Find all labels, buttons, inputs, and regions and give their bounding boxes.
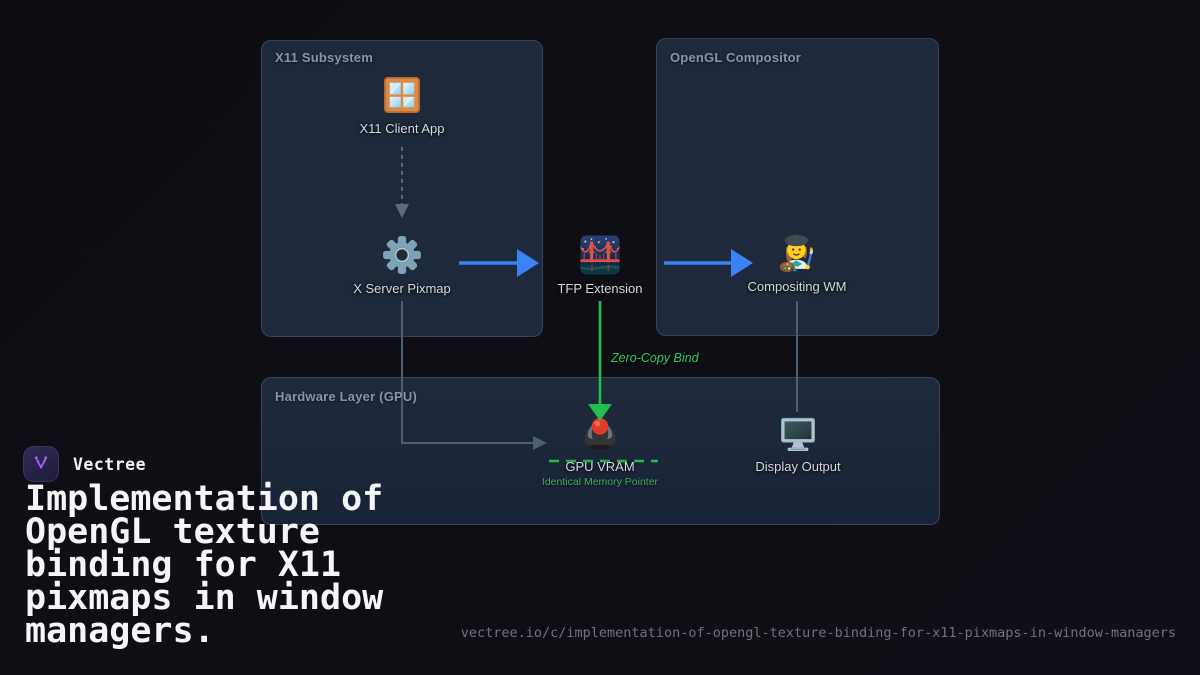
- page-title: Implementation of OpenGL texture binding…: [25, 479, 384, 651]
- node-display-output: Display Output: [713, 411, 883, 474]
- edge-xserver-to-vram: [401, 301, 534, 444]
- node-tfp-extension: TFP Extension: [515, 233, 685, 296]
- window-icon: [384, 77, 420, 113]
- group-opengl-compositor: [656, 38, 939, 336]
- node-label: X11 Client App: [359, 121, 445, 136]
- trackball-icon: [584, 418, 616, 450]
- gear-icon: [383, 236, 421, 274]
- artist-icon: [779, 234, 814, 273]
- edge-client-to-xserver-arrowhead: [395, 204, 409, 218]
- edge-label-zero-copy-bind: Zero-Copy Bind: [611, 351, 699, 365]
- node-x-server-pixmap: X Server Pixmap: [317, 233, 487, 296]
- desktop-computer-icon: [781, 417, 815, 451]
- node-compositing-wm: Compositing WM: [712, 231, 882, 294]
- edge-xserver-to-vram-arrowhead: [533, 436, 547, 450]
- footer-url: vectree.io/c/implementation-of-opengl-te…: [460, 625, 1176, 641]
- group-title-x11: X11 Subsystem: [275, 50, 373, 65]
- group-title-opengl: OpenGL Compositor: [670, 50, 801, 65]
- node-label: Compositing WM: [747, 279, 847, 294]
- brand-name: Vectree: [73, 454, 147, 474]
- vectree-branch-icon: [35, 456, 47, 469]
- edge-tfp-to-wm-arrowhead: [731, 249, 753, 277]
- node-x11-client-app: X11 Client App: [317, 73, 487, 136]
- vectree-logo: [23, 446, 59, 482]
- node-label: Display Output: [755, 459, 841, 474]
- bridge-at-night-icon: [580, 235, 620, 275]
- group-title-hardware: Hardware Layer (GPU): [275, 389, 417, 404]
- edge-xserver-to-tfp-arrowhead: [517, 249, 539, 277]
- node-sublabel: Identical Memory Pointer: [541, 476, 659, 488]
- node-label: GPU VRAM: [565, 459, 635, 474]
- brand-block: Vectree: [23, 446, 146, 482]
- node-label: TFP Extension: [557, 281, 643, 296]
- node-gpu-vram: GPU VRAM Identical Memory Pointer: [515, 411, 685, 488]
- node-label: X Server Pixmap: [353, 281, 451, 296]
